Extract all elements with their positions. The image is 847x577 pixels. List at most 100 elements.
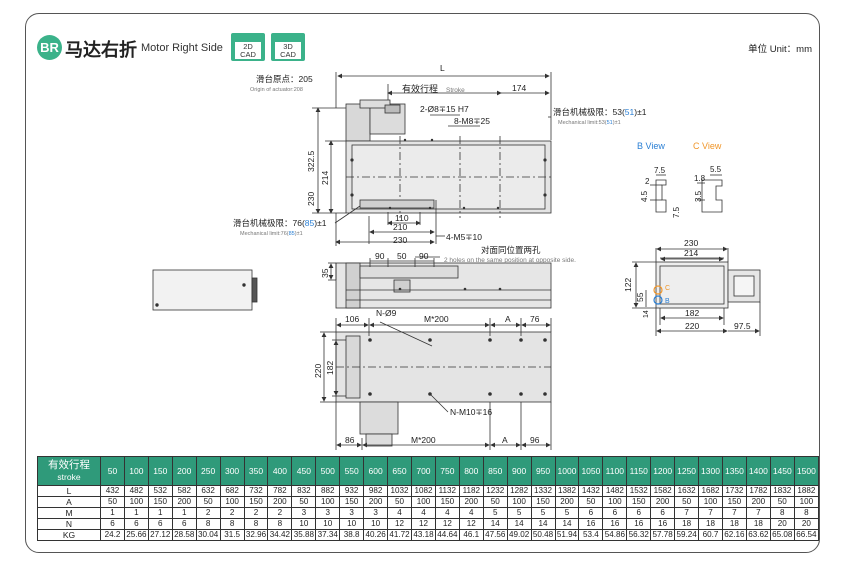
b-c-view-profiles	[650, 174, 723, 213]
table-cell: 8	[793, 507, 820, 519]
stroke-col-header: 750	[434, 456, 460, 486]
svg-text:滑台机械极限：76(85)±1: 滑台机械极限：76(85)±1	[233, 218, 327, 228]
bot-dim-m200: M*200	[424, 314, 449, 324]
table-cell: 100	[219, 496, 245, 508]
table-cell: 8	[195, 518, 221, 530]
table-cell: 5	[530, 507, 556, 519]
table-cell: 432	[100, 485, 125, 497]
table-cell: 30.04	[195, 529, 221, 541]
stroke-header: 有效行程 stroke	[37, 456, 101, 486]
table-cell: 932	[339, 485, 365, 497]
bot-dim-96: 96	[530, 435, 540, 445]
table-cell: 18	[674, 518, 700, 530]
stroke-col-header: 800	[458, 456, 484, 486]
table-cell: 1232	[482, 485, 508, 497]
stroke-col-header: 550	[339, 456, 365, 486]
table-cell: 60.7	[698, 529, 723, 541]
table-cell: 34.42	[267, 529, 293, 541]
stroke-col-header: 1200	[650, 456, 676, 486]
c-view-title: C View	[693, 141, 722, 151]
table-cell: 200	[171, 496, 197, 508]
c-dim-5-5: 5.5	[710, 165, 722, 174]
stroke-col-header: 1450	[769, 456, 795, 486]
table-cell: 200	[650, 496, 676, 508]
table-cell: 2	[219, 507, 245, 519]
table-cell: 12	[458, 518, 484, 530]
hole-2-o8: 2-Ø8∓15 H7	[420, 104, 469, 114]
stroke-col-header: 1300	[698, 456, 723, 486]
stroke-col-header: 1150	[626, 456, 652, 486]
table-cell: 16	[578, 518, 604, 530]
table-cell: 3	[291, 507, 317, 519]
table-cell: 12	[434, 518, 460, 530]
table-cell: 4	[410, 507, 436, 519]
table-cell: 50.48	[530, 529, 556, 541]
table-cell: 10	[315, 518, 341, 530]
stroke-col-header: 200	[171, 456, 197, 486]
table-cell: 43.18	[410, 529, 436, 541]
table-cell: 1682	[698, 485, 723, 497]
table-cell: 56.32	[626, 529, 652, 541]
stroke-col-header: 350	[243, 456, 269, 486]
table-cell: 5	[554, 507, 580, 519]
table-cell: 3	[315, 507, 341, 519]
stroke-col-header: 1000	[554, 456, 580, 486]
table-cell: 1082	[410, 485, 436, 497]
table-cell: 7	[745, 507, 771, 519]
dim-174: 174	[512, 83, 526, 93]
table-cell: 28.58	[171, 529, 197, 541]
table-cell: 1532	[626, 485, 652, 497]
table-cell: 16	[602, 518, 628, 530]
table-cell: 1	[147, 507, 173, 519]
stroke-col-header: 650	[387, 456, 412, 486]
mech-right-en-b: 51	[607, 120, 613, 126]
row-label: N	[37, 518, 101, 530]
table-cell: 46.1	[458, 529, 484, 541]
table-cell: 632	[195, 485, 221, 497]
table-cell: 150	[721, 496, 747, 508]
table-cell: 8	[267, 518, 293, 530]
table-cell: 8	[219, 518, 245, 530]
table-cell: 1782	[745, 485, 771, 497]
table-cell: 49.02	[506, 529, 532, 541]
table-cell: 982	[363, 485, 389, 497]
table-cell: 50	[482, 496, 508, 508]
bot-dim-182: 182	[325, 361, 335, 375]
table-cell: 1732	[721, 485, 747, 497]
stroke-col-header: 500	[315, 456, 341, 486]
dim-210: 210	[393, 222, 407, 232]
table-cell: 18	[721, 518, 747, 530]
stroke-col-header: 150	[147, 456, 173, 486]
model-badge: BR	[37, 35, 62, 60]
table-cell: 10	[339, 518, 365, 530]
table-cell: 532	[147, 485, 173, 497]
svg-text:Mechanical limit:76(85)±1: Mechanical limit:76(85)±1	[240, 231, 303, 237]
table-cell: 41.72	[387, 529, 412, 541]
table-cell: 6	[100, 518, 125, 530]
table-cell: 1	[123, 507, 149, 519]
end-dim-220: 220	[685, 321, 699, 331]
stroke-col-header: 1500	[793, 456, 820, 486]
table-cell: 1132	[434, 485, 460, 497]
table-cell: 32.96	[243, 529, 269, 541]
end-dim-182: 182	[685, 308, 699, 318]
table-cell: 100	[602, 496, 628, 508]
c-dim-1-8: 1.8	[694, 174, 706, 183]
mech-right-en-a: Mechanical limit:53(	[558, 120, 607, 126]
table-cell: 2	[267, 507, 293, 519]
table-cell: 6	[171, 518, 197, 530]
table-cell: 10	[363, 518, 389, 530]
stroke-cn: 有效行程	[402, 83, 438, 94]
bot-dim-a-b: A	[502, 435, 508, 445]
table-cell: 6	[123, 518, 149, 530]
table-cell: 100	[506, 496, 532, 508]
stroke-col-header: 1100	[602, 456, 628, 486]
table-cell: 1	[171, 507, 197, 519]
table-cell: 20	[793, 518, 820, 530]
end-dim-14: 14	[643, 310, 650, 318]
table-cell: 1382	[554, 485, 580, 497]
